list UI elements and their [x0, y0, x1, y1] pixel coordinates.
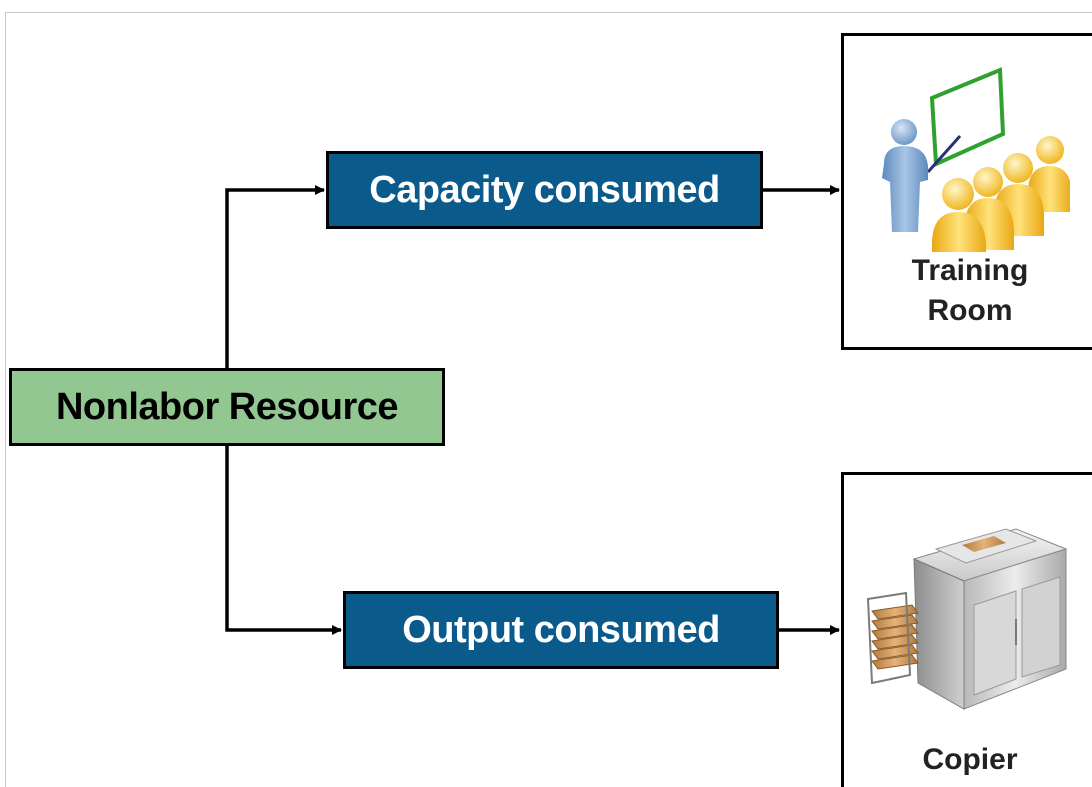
- node-nonlabor-resource: Nonlabor Resource: [9, 368, 445, 446]
- node-capacity-consumed: Capacity consumed: [326, 151, 763, 229]
- connector-root-to-capacity: [225, 185, 325, 368]
- connector-root-to-output: [225, 446, 342, 635]
- training-room-icon: [882, 67, 1070, 252]
- target-copier: Copier: [841, 472, 1092, 787]
- frame-border: [5, 12, 1092, 787]
- copier-label: Copier: [922, 743, 1018, 776]
- node-output-consumed: Output consumed: [343, 591, 779, 669]
- target-training-room: Training Room: [841, 33, 1092, 350]
- training-room-label-line-1: Training: [911, 254, 1029, 287]
- training-room-label-line-2: Room: [927, 294, 1013, 327]
- copier-icon: [866, 528, 1068, 710]
